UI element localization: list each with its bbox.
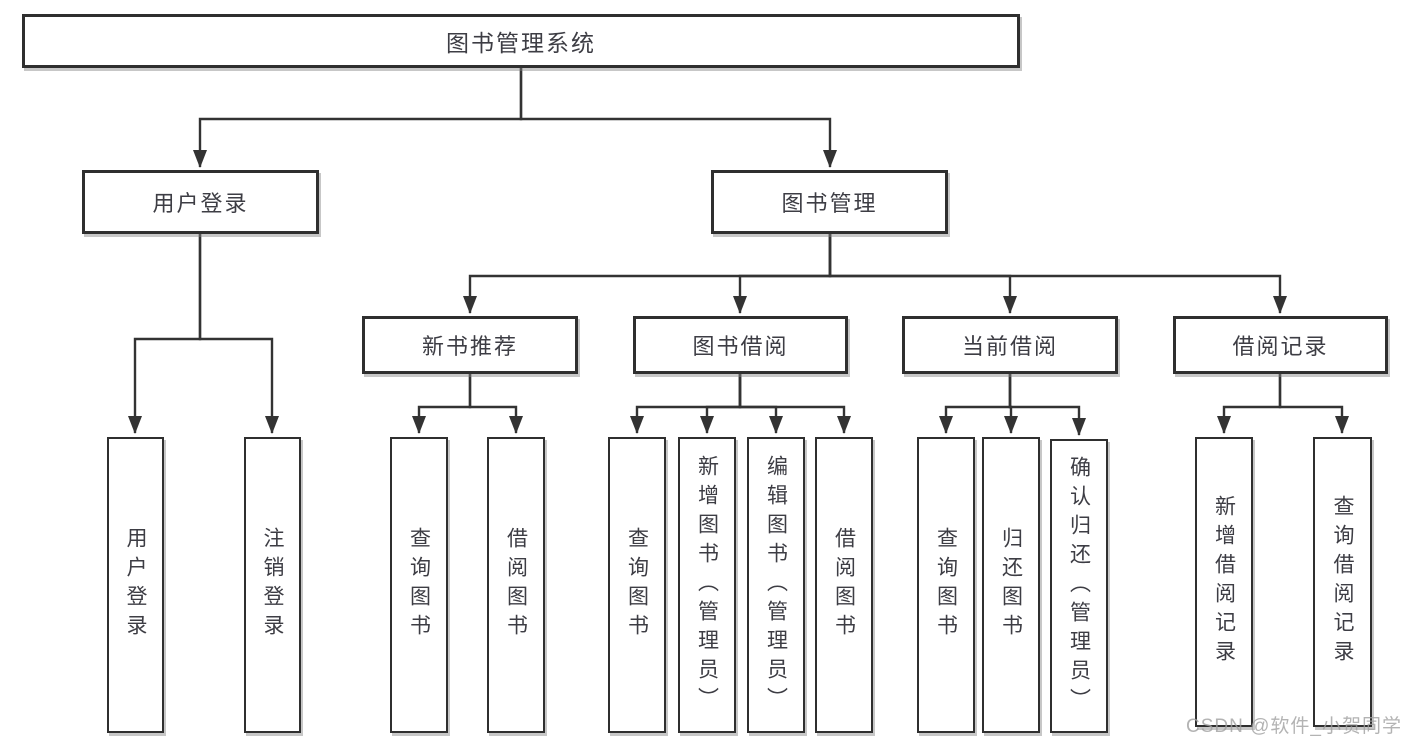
leaf-recommend-borrow-books: 借阅图书 [487,437,545,733]
leaf-current-query-books-label: 查询图书 [934,527,958,643]
node-new-book-recommend: 新书推荐 [362,316,578,374]
leaf-logout: 注销登录 [244,437,301,733]
leaf-add-borrow-record: 新增借阅记录 [1195,437,1253,727]
leaf-add-books-admin: 新增图书（管理员） [678,437,736,733]
leaf-return-books: 归还图书 [982,437,1040,733]
leaf-query-borrow-record-label: 查询借阅记录 [1331,495,1354,669]
leaf-borrow-books: 借阅图书 [815,437,873,733]
leaf-borrow-books-label: 借阅图书 [832,527,856,643]
node-current-borrow: 当前借阅 [902,316,1118,374]
node-library-system: 图书管理系统 [22,14,1020,68]
leaf-borrow-query-books: 查询图书 [608,437,666,733]
node-book-borrow: 图书借阅 [633,316,848,374]
leaf-current-query-books: 查询图书 [917,437,975,733]
leaf-logout-label: 注销登录 [261,527,284,643]
leaf-edit-books-admin-label: 编辑图书（管理员） [764,454,788,716]
leaf-return-books-label: 归还图书 [999,527,1023,643]
leaf-add-books-admin-label: 新增图书（管理员） [695,454,719,716]
leaf-add-borrow-record-label: 新增借阅记录 [1212,495,1236,669]
node-book-management: 图书管理 [711,170,948,234]
leaf-user-login-label: 用户登录 [124,527,147,643]
leaf-edit-books-admin: 编辑图书（管理员） [747,437,805,733]
leaf-recommend-query-books-label: 查询图书 [407,527,431,643]
leaf-confirm-return-admin: 确认归还（管理员） [1050,439,1108,733]
leaf-confirm-return-admin-label: 确认归还（管理员） [1067,455,1091,717]
node-borrow-records: 借阅记录 [1173,316,1388,374]
leaf-query-borrow-record: 查询借阅记录 [1313,437,1372,727]
csdn-watermark: CSDN @软件_小贺同学 [1186,716,1402,737]
leaf-recommend-borrow-books-label: 借阅图书 [504,527,528,643]
leaf-borrow-query-books-label: 查询图书 [625,527,649,643]
leaf-user-login: 用户登录 [107,437,164,733]
leaf-recommend-query-books: 查询图书 [390,437,448,733]
node-user-login: 用户登录 [82,170,319,234]
